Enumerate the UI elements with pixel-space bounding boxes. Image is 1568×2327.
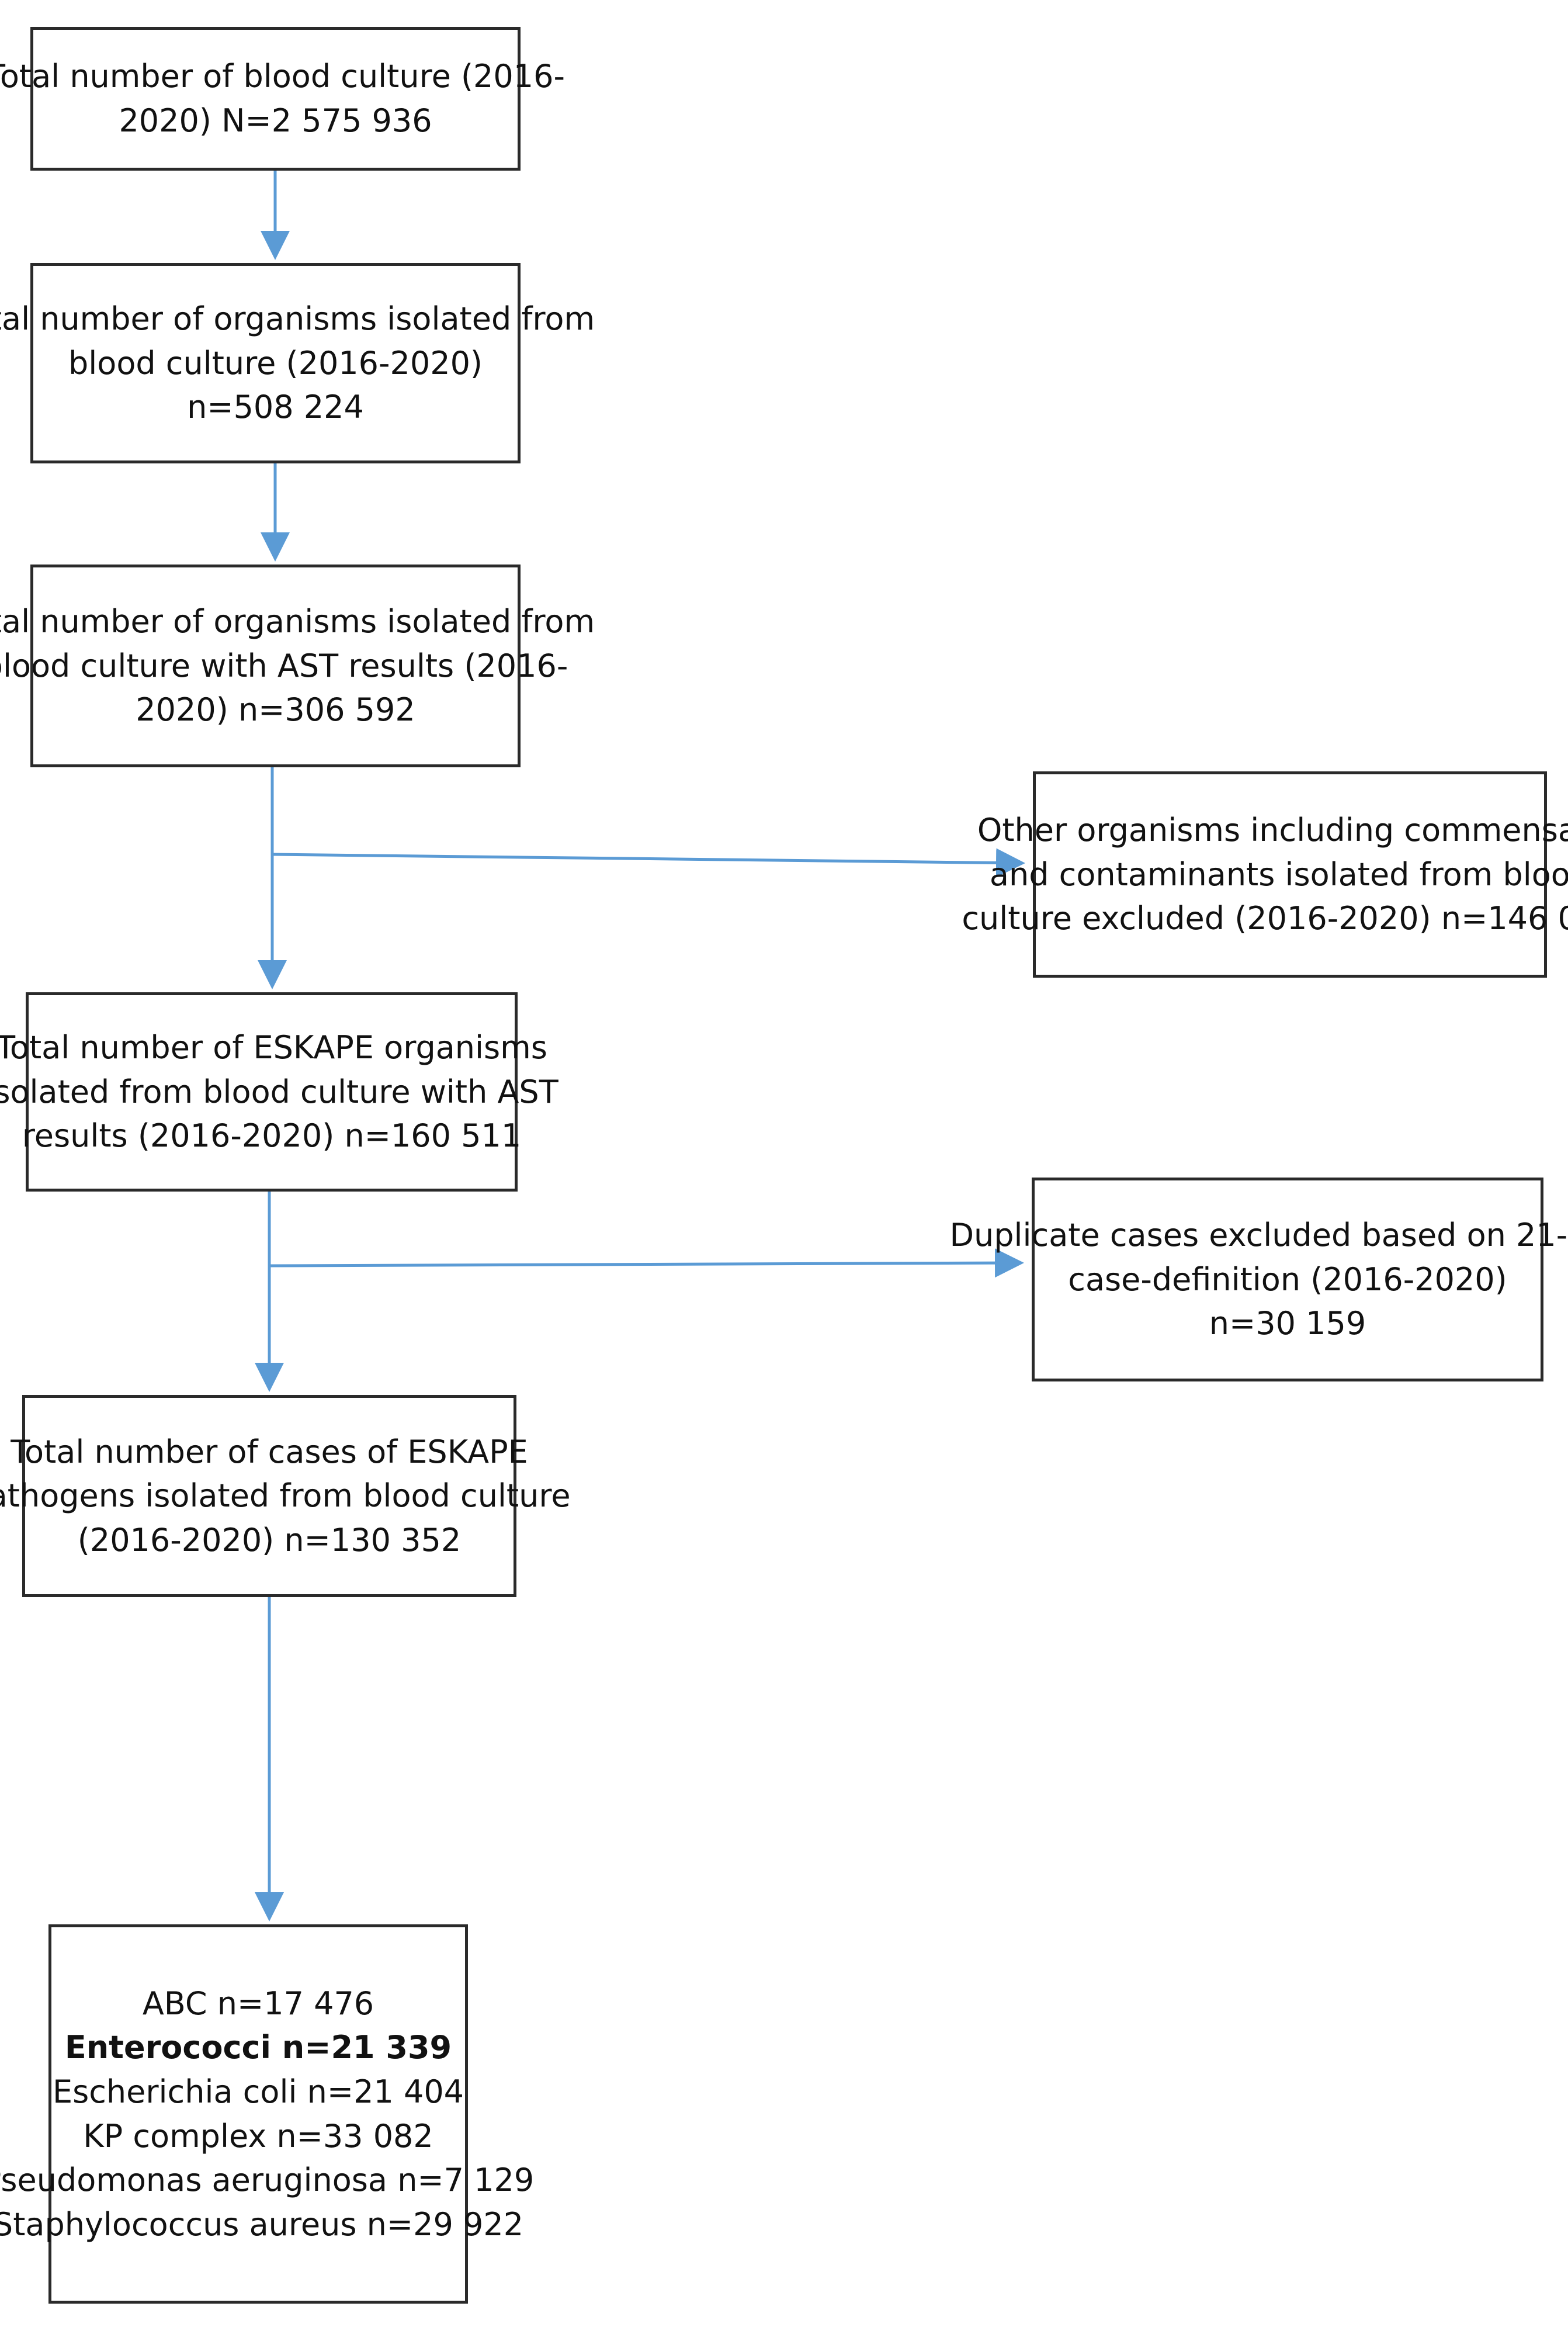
box-line: case-definition (2016-2020) xyxy=(1068,1261,1507,1298)
box-total-blood-cultures: Total number of blood culture (2016- 202… xyxy=(0,27,565,171)
box-line: Total number of ESKAPE organisms xyxy=(0,1029,547,1066)
box-line: results (2016-2020) n=160 511 xyxy=(22,1117,522,1155)
box-eskape-cases: Total number of cases of ESKAPE pathogen… xyxy=(0,1395,571,1597)
box-organisms-with-ast: Total number of organisms isolated from … xyxy=(0,565,595,767)
box-line: Other organisms including commensals xyxy=(977,812,1568,849)
arrow-branch-to-other-excluded xyxy=(272,848,1025,878)
box-other-organisms-excluded: Other organisms including commensals and… xyxy=(962,771,1568,978)
box-line: Total number of blood culture (2016- xyxy=(0,58,565,95)
box-line: Total number of cases of ESKAPE xyxy=(11,1433,528,1470)
box-line: blood culture with AST results (2016- xyxy=(0,647,568,684)
box-line: 2020) N=2 575 936 xyxy=(119,102,432,139)
pathogen-staphylococcus-aureus: Staphylococcus aureus n=29 922 xyxy=(0,2205,524,2243)
box-organisms-isolated: Total number of organisms isolated from … xyxy=(0,263,595,463)
box-line: culture excluded (2016-2020) n=146 081 xyxy=(962,900,1568,937)
box-line: (2016-2020) n=130 352 xyxy=(77,1521,462,1559)
box-duplicates-excluded: Duplicate cases excluded based on 21-day… xyxy=(949,1178,1568,1381)
pathogen-abc: ABC n=17 476 xyxy=(142,1985,374,2022)
box-line: Duplicate cases excluded based on 21-day xyxy=(949,1217,1568,1254)
pathogen-kp-complex: KP complex n=33 082 xyxy=(83,2117,433,2155)
pathogen-pseudomonas-aeruginosa: Pseudomonas aeruginosa n=7 129 xyxy=(0,2162,535,2199)
pathogen-escherichia-coli: Escherichia coli n=21 404 xyxy=(52,2073,464,2110)
box-line: Total number of organisms isolated from xyxy=(0,300,595,338)
box-line: and contaminants isolated from blood xyxy=(989,856,1568,893)
pathogen-enterococci: Enterococci n=21 339 xyxy=(64,2029,452,2066)
box-line: blood culture (2016-2020) xyxy=(68,344,483,382)
box-line: n=30 159 xyxy=(1209,1305,1366,1342)
box-line: 2020) n=306 592 xyxy=(136,691,415,729)
box-eskape-organisms: Total number of ESKAPE organisms isolate… xyxy=(0,992,558,1192)
box-line: pathogens isolated from blood culture xyxy=(0,1477,571,1515)
box-line: n=508 224 xyxy=(187,389,364,426)
box-pathogen-breakdown: ABC n=17 476 Enterococci n=21 339 Escher… xyxy=(0,1924,534,2304)
arrow-branch-to-duplicates-excluded xyxy=(269,1248,1024,1278)
box-line: isolated from blood culture with AST xyxy=(0,1073,558,1110)
box-line: Total number of organisms isolated from xyxy=(0,603,595,640)
